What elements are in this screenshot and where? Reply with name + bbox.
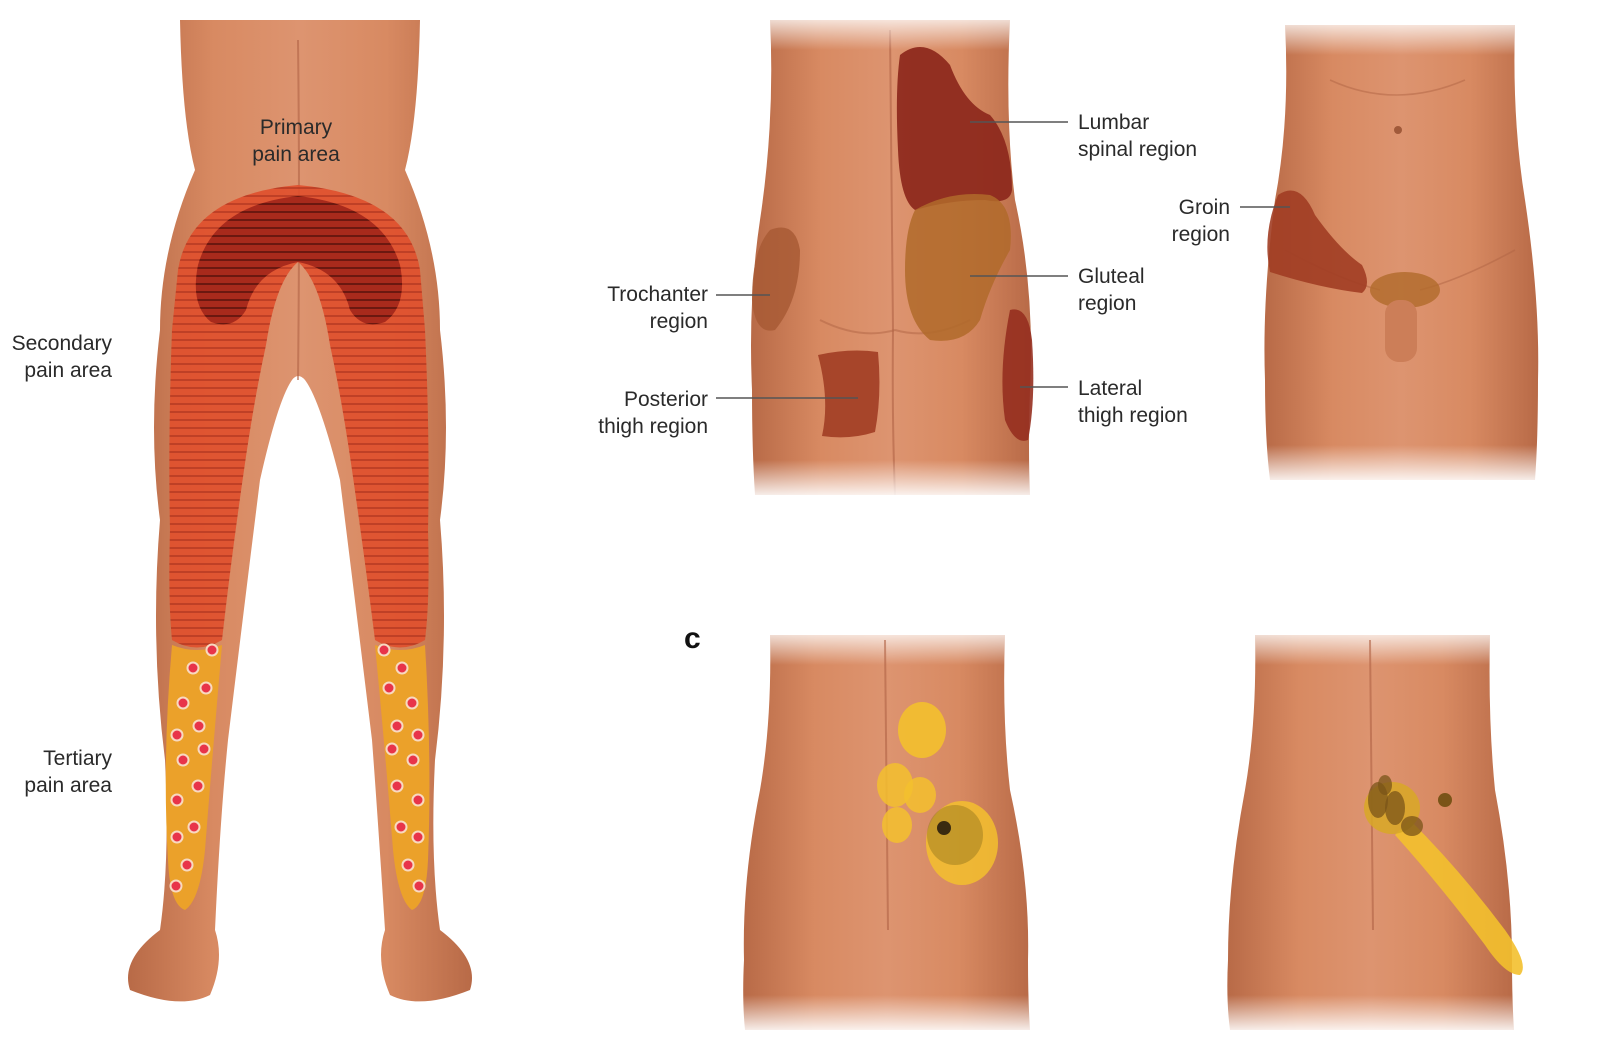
tertiary-dot xyxy=(197,742,211,756)
tertiary-dot xyxy=(406,753,420,767)
tertiary-dot xyxy=(187,820,201,834)
tertiary-dot xyxy=(170,728,184,742)
posterior-thigh-shape xyxy=(818,350,880,438)
trochanter-region-shape xyxy=(752,227,800,331)
gluteal-region-shape xyxy=(905,194,1011,341)
tertiary-dot xyxy=(176,696,190,710)
tertiary-dot xyxy=(390,779,404,793)
tertiary-pain-area xyxy=(165,645,430,910)
tertiary-dot xyxy=(170,830,184,844)
tertiary-dot xyxy=(405,696,419,710)
tertiary-dot xyxy=(169,879,183,893)
figure-c-left xyxy=(735,625,1040,1035)
groin-region-shape xyxy=(1267,190,1367,293)
tertiary-dot xyxy=(411,793,425,807)
primary-pain-area xyxy=(195,196,403,325)
tertiary-dot xyxy=(394,820,408,834)
tertiary-dot xyxy=(412,879,426,893)
tertiary-dot xyxy=(411,830,425,844)
tertiary-dot xyxy=(192,719,206,733)
tertiary-dot xyxy=(411,728,425,742)
panel-letter-c: c xyxy=(684,622,701,655)
tertiary-dot xyxy=(170,793,184,807)
lateral-thigh-shape xyxy=(1002,309,1034,441)
tertiary-dot xyxy=(401,858,415,872)
lumbar-region-shape xyxy=(896,47,1012,210)
tertiary-dot xyxy=(382,681,396,695)
tertiary-dot xyxy=(385,742,399,756)
tertiary-dot xyxy=(390,719,404,733)
figure-b-back xyxy=(716,10,1068,500)
tertiary-dots xyxy=(169,643,426,893)
figure-c-right xyxy=(1220,625,1525,1035)
tertiary-dot xyxy=(176,753,190,767)
figure-b-front xyxy=(1240,15,1555,485)
tertiary-dot xyxy=(205,643,219,657)
tertiary-dot xyxy=(377,643,391,657)
tertiary-dot xyxy=(180,858,194,872)
tertiary-dot xyxy=(186,661,200,675)
referred-pain-streak xyxy=(1395,820,1523,975)
tertiary-dot xyxy=(199,681,213,695)
tertiary-dot xyxy=(395,661,409,675)
tertiary-dot xyxy=(191,779,205,793)
